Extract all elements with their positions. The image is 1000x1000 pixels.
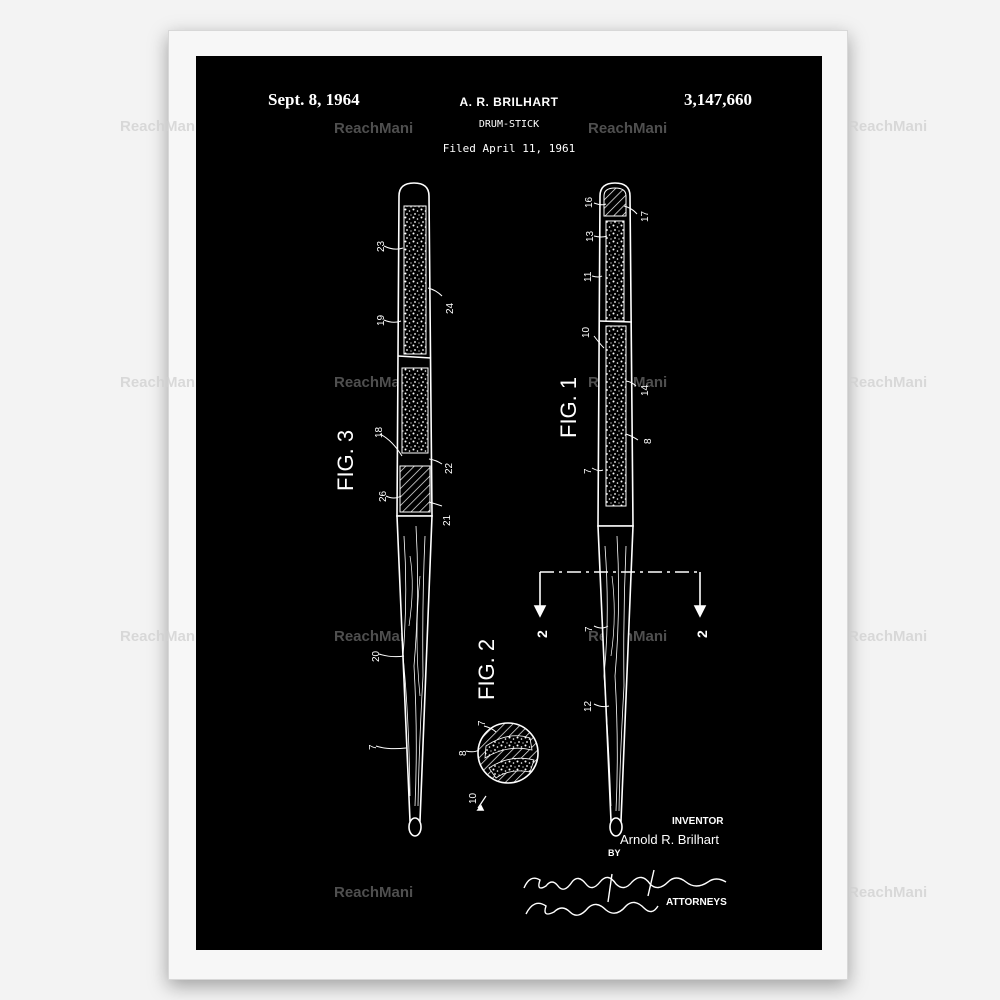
attorneys-label: ATTORNEYS	[666, 897, 727, 908]
ref-numeral: 23	[376, 240, 387, 252]
watermark: ReachMani	[334, 628, 414, 645]
ref-numeral: 21	[442, 514, 453, 526]
ref-numeral: 18	[374, 426, 385, 438]
watermark: ReachMani	[848, 374, 928, 391]
ref-numeral: 10	[581, 326, 592, 338]
ref-numeral: 24	[445, 302, 456, 314]
section-numeral: 2	[534, 630, 550, 638]
ref-numeral: 22	[444, 462, 455, 474]
fig3-drumstick	[396, 182, 433, 837]
fig3-numerals: 23 24 19 18 22 26 21 20 7	[368, 240, 456, 750]
fig1-label: FIG. 1	[556, 377, 581, 438]
watermark: ReachMani	[588, 120, 668, 137]
by-label: BY	[608, 848, 621, 858]
patent-number: 3,147,660	[684, 90, 752, 109]
ref-numeral: 26	[378, 490, 389, 502]
fig2-cross-section	[476, 722, 539, 811]
ref-numeral: 14	[640, 384, 651, 396]
watermark: ReachMani	[848, 118, 928, 135]
ref-numeral: 8	[458, 750, 469, 756]
fig2-label: FIG. 2	[474, 639, 499, 700]
inventor-name: Arnold R. Brilhart	[620, 832, 719, 847]
section-numeral: 2	[694, 630, 710, 638]
fig1-drumstick	[597, 182, 634, 837]
section-line	[533, 571, 707, 618]
attorney-signature	[523, 869, 727, 916]
ref-numeral: 11	[583, 271, 594, 282]
watermark: ReachMani	[848, 884, 928, 901]
inventor-label: INVENTOR	[672, 816, 724, 827]
ref-numeral: 20	[371, 650, 382, 662]
watermark: ReachMani	[848, 628, 928, 645]
ref-numeral: 16	[584, 196, 595, 208]
ref-numeral: 19	[376, 314, 387, 326]
ref-numeral: 7	[368, 744, 379, 750]
patent-drawing: FIG. 3 FIG. 1 FIG. 2 23 24 19 18 22 26 2…	[333, 182, 727, 916]
patent-poster: Sept. 8, 1964 A. R. BRILHART 3,147,660 D…	[196, 56, 822, 950]
ref-numeral: 7	[583, 468, 594, 474]
ref-numeral: 8	[643, 438, 654, 444]
ref-numeral: 7	[477, 720, 488, 726]
watermark: ReachMani	[120, 374, 200, 391]
ref-numeral: 17	[640, 210, 651, 222]
patent-date: Sept. 8, 1964	[268, 90, 360, 109]
ref-numeral: 12	[583, 700, 594, 712]
ref-numeral: 10	[468, 792, 479, 804]
watermark: ReachMani	[120, 628, 200, 645]
watermark: ReachMani	[334, 374, 414, 391]
watermark: ReachMani	[334, 120, 414, 137]
fig3-label: FIG. 3	[333, 430, 358, 491]
fig1-numerals: 16 17 13 11 10 14 8 7 7 12	[581, 196, 654, 712]
watermark: ReachMani	[334, 884, 414, 901]
ref-numeral: 7	[584, 626, 595, 632]
inventor-header: A. R. BRILHART	[459, 95, 559, 109]
leader-lines	[375, 202, 639, 753]
watermark: ReachMani	[120, 118, 200, 135]
filed-date: Filed April 11, 1961	[442, 142, 576, 155]
patent-title: DRUM-STICK	[478, 119, 540, 130]
ref-numeral: 13	[585, 230, 596, 242]
fig2-numerals: 8 7 10	[458, 720, 488, 804]
